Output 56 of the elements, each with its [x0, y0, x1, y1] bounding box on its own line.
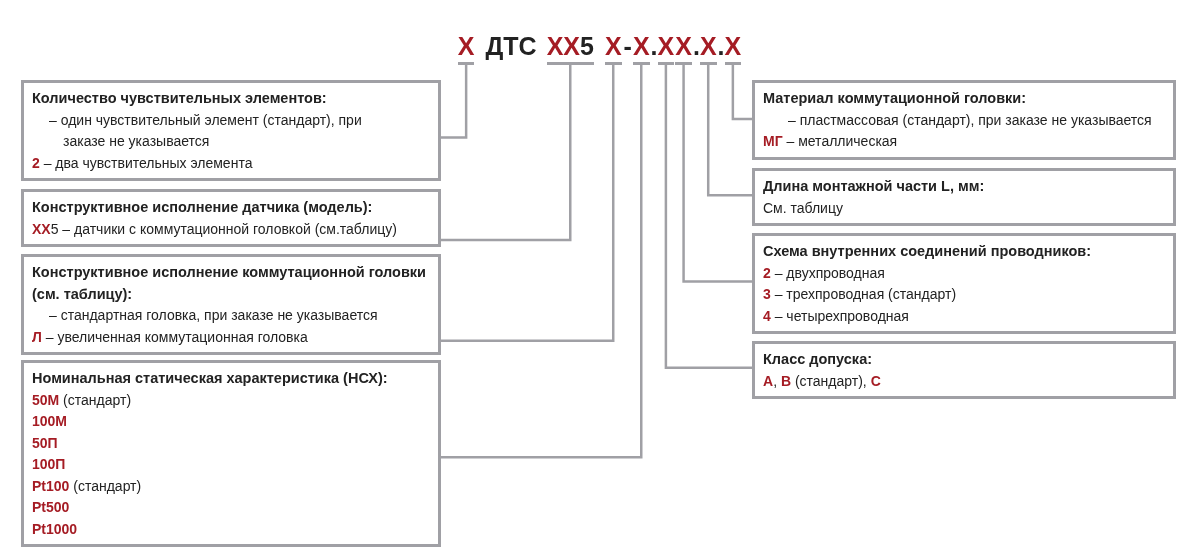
option-text: – пластмассовая (стандарт), при заказе не указывается	[787, 110, 1153, 130]
option-box	[752, 341, 1176, 399]
option-box	[752, 80, 1176, 160]
option-text: 4 – четырехпроводная	[763, 306, 910, 326]
option-box	[21, 189, 441, 247]
option-code: 100П	[32, 455, 67, 474]
option-text: – стандартная головка, при заказе не указывается	[48, 306, 379, 325]
connector-line	[682, 65, 752, 283]
connector-line	[731, 65, 752, 121]
option-box	[752, 233, 1176, 334]
option-text: Pt100 (стандарт)	[32, 476, 143, 496]
code-text: .	[692, 32, 700, 60]
box-heading: Конструктивное исполнение коммутационной головки (см. таблицу):	[32, 263, 427, 304]
code-position: Х	[632, 32, 650, 65]
box-heading: Номинальная статическая характеристика (НСХ):	[32, 369, 389, 388]
code-text: .	[717, 32, 725, 60]
option-box	[21, 360, 441, 547]
connector-line	[706, 65, 752, 197]
connector-line	[441, 65, 468, 139]
code-position: Х	[675, 32, 692, 65]
connector-line	[441, 65, 643, 459]
option-code: 100М	[32, 412, 69, 431]
option-code: 50П	[32, 433, 59, 453]
option-text: – один чувствительный элемент (стандарт), при заказе не указывается	[48, 110, 363, 151]
option-text: А, В (стандарт), С	[763, 371, 882, 391]
box-heading: Количество чувствительных элементов:	[32, 89, 328, 108]
option-code: Pt500	[32, 498, 71, 517]
option-text: 2 – двухпроводная	[763, 263, 886, 283]
connector-line	[441, 65, 572, 242]
option-text: МГ – металлическая	[763, 132, 899, 151]
option-code: Pt1000	[32, 519, 79, 539]
option-text: 50М (стандарт)	[32, 390, 133, 410]
option-box	[21, 80, 441, 181]
code-text: ДТС	[485, 32, 537, 60]
code-position: Х	[724, 32, 742, 65]
box-heading: Схема внутренних соединений проводников:	[763, 242, 1093, 261]
box-heading: Класс допуска:	[763, 350, 874, 369]
connector-line	[664, 65, 752, 369]
option-text: Л – увеличенная коммутационная головка	[32, 327, 309, 347]
code-position: Х	[657, 32, 675, 65]
option-text: 3 – трехпроводная (стандарт)	[763, 285, 958, 304]
option-box	[21, 254, 441, 355]
code-text: .	[650, 32, 658, 60]
connector-line	[441, 65, 615, 343]
code-position: Х	[699, 32, 717, 65]
option-text: См. таблицу	[763, 198, 844, 218]
code-position: Х	[457, 32, 475, 65]
code-text: -	[623, 32, 632, 60]
option-box	[752, 168, 1176, 226]
code-position: ХХ5	[546, 32, 594, 65]
box-heading: Длина монтажной части L, мм:	[763, 177, 986, 196]
option-text: ХХ5 – датчики с коммутационной головкой (см.таблицу)	[32, 219, 398, 239]
option-text: 2 – два чувствительных элемента	[32, 153, 254, 173]
code-position: Х	[604, 32, 622, 65]
box-heading: Конструктивное исполнение датчика (модель):	[32, 198, 374, 217]
box-heading: Материал коммутационной головки:	[763, 89, 1028, 108]
